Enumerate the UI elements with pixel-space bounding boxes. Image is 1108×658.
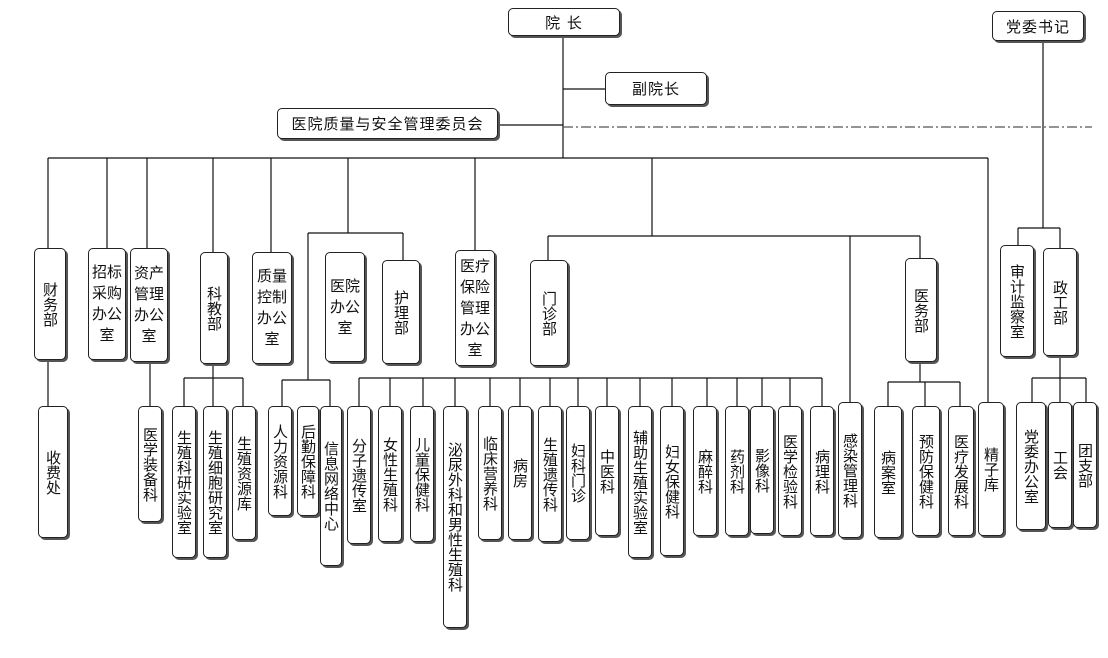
hr-dept-box: 人力资源科: [268, 406, 292, 516]
pharmacy-box: 药剂科: [725, 406, 749, 536]
insurance-line-5: 室: [467, 340, 483, 359]
anesthesia-box: 麻醉科: [693, 406, 717, 536]
qc-line-2: 控制: [256, 288, 287, 306]
hospital-office-line-1: 医院: [329, 276, 360, 295]
art-lab-box: 辅助生殖实验室: [628, 406, 652, 558]
asset-line-1: 资产: [133, 264, 164, 282]
finance-dept-box: 财务部: [34, 248, 66, 360]
qc-line-3: 办公: [256, 309, 287, 327]
tcm-box: 中医科: [595, 406, 619, 536]
repro-genetics-box: 生殖遗传科: [538, 406, 562, 542]
medical-development-box: 医疗发展科: [948, 406, 974, 536]
women-health-box: 妇女保健科: [660, 406, 684, 556]
quality-control-office-box: 质量 控制 办公 室: [252, 252, 292, 364]
union-box: 工会: [1048, 402, 1072, 528]
insurance-line-1: 医疗: [459, 256, 490, 275]
asset-office-box: 资产 管理 办公 室: [130, 248, 168, 362]
medical-equipment-box: 医学装备科: [138, 406, 162, 522]
repro-resource-bank-box: 生殖资源库: [232, 406, 256, 540]
insurance-line-3: 管理: [459, 298, 490, 317]
logistics-dept-box: 后勤保障科: [297, 406, 319, 516]
party-secretary-box: 党委书记: [992, 11, 1084, 41]
hospital-office-line-3: 室: [337, 318, 353, 337]
vice-president-box: 副院长: [605, 72, 707, 105]
insurance-office-box: 医疗 保险 管理 办公 室: [455, 250, 495, 366]
bidding-line-3: 办公: [91, 305, 122, 323]
bidding-line-1: 招标: [91, 263, 122, 281]
qc-line-1: 质量: [256, 267, 287, 285]
youth-league-box: 团支部: [1073, 402, 1097, 528]
party-office-box: 党委办公室: [1016, 402, 1046, 530]
asset-line-4: 室: [141, 327, 157, 345]
hospital-office-line-2: 办公: [329, 297, 360, 316]
bidding-office-box: 招标 采购 办公 室: [88, 248, 126, 360]
bidding-line-2: 采购: [91, 284, 122, 302]
political-dept-box: 政工部: [1043, 248, 1077, 356]
preventive-care-box: 预防保健科: [912, 406, 940, 536]
molecular-genetics-box: 分子遗传室: [347, 406, 371, 544]
insurance-line-2: 保险: [459, 277, 490, 296]
infection-control-box: 感染管理科: [838, 402, 862, 538]
clinical-nutrition-box: 临床营养科: [478, 406, 502, 540]
bidding-line-4: 室: [99, 326, 115, 344]
insurance-line-4: 办公: [459, 319, 490, 338]
gyn-clinic-box: 妇科门诊: [566, 406, 590, 540]
outpatient-dept-box: 门诊部: [530, 260, 568, 366]
nursing-dept-box: 护理部: [382, 260, 420, 364]
medical-affairs-dept-box: 医务部: [905, 258, 937, 362]
research-edu-dept-box: 科教部: [200, 252, 228, 364]
child-health-box: 儿童保健科: [410, 406, 434, 542]
president-box: 院 长: [508, 8, 620, 36]
imaging-box: 影像科: [750, 406, 774, 534]
quality-committee-box: 医院质量与安全管理委员会: [277, 108, 498, 139]
sperm-bank-box: 精子库: [978, 402, 1004, 536]
repro-research-lab-box: 生殖科研实验室: [172, 406, 196, 558]
hospital-office-box: 医院 办公 室: [325, 252, 365, 362]
it-center-box: 信息网络中心: [320, 406, 342, 566]
asset-line-2: 管理: [133, 285, 164, 303]
pathology-box: 病理科: [810, 406, 834, 536]
asset-line-3: 办公: [133, 306, 164, 324]
audit-office-box: 审计监察室: [1000, 245, 1034, 357]
repro-cell-lab-box: 生殖细胞研究室: [203, 406, 227, 558]
qc-line-4: 室: [264, 330, 280, 348]
female-repro-box: 女性生殖科: [378, 406, 402, 542]
cashier-box: 收费处: [38, 406, 68, 538]
urology-andrology-box: 泌尿外科和男性生殖科: [443, 406, 467, 628]
medical-records-box: 病案室: [874, 406, 902, 538]
ward-box: 病房: [508, 406, 532, 540]
medical-lab-box: 医学检验科: [778, 406, 802, 536]
